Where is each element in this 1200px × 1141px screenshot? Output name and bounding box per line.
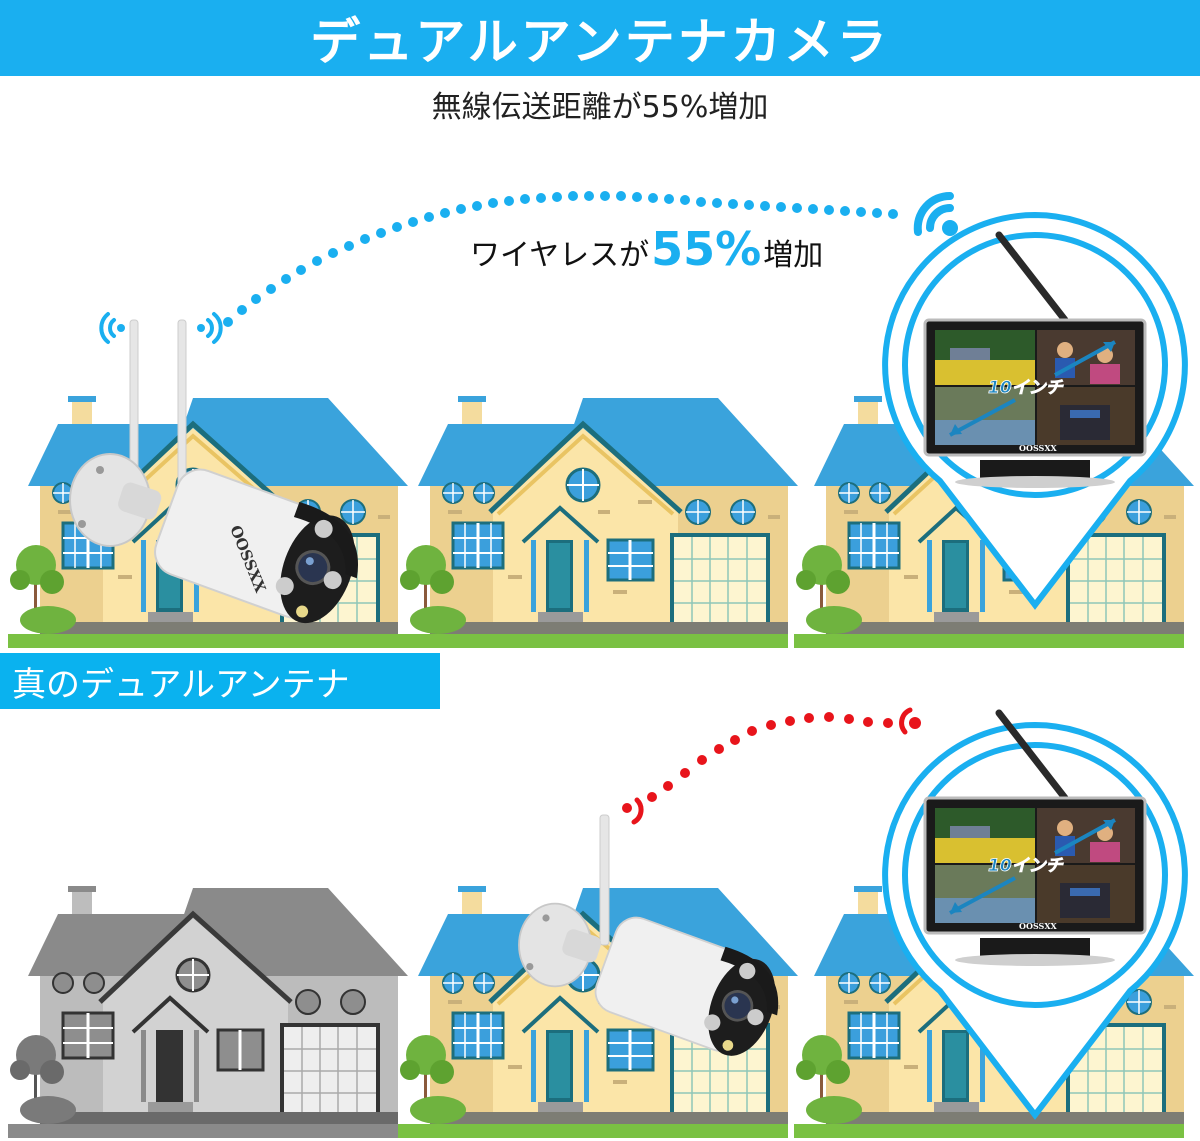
dual-antenna-label-text: 真のデュアルアンテナ [12, 664, 350, 705]
monitor-brand-top: OOSSXX [1019, 443, 1058, 453]
claim-suffix: 増加 [763, 238, 824, 273]
signal-dots-strong [223, 191, 898, 327]
weak-signal-icon-camera [622, 797, 644, 825]
monitor-brand-bottom: OOSSXX [1019, 921, 1058, 931]
signal-dots-weak [647, 712, 893, 802]
wifi-icon-right [197, 312, 223, 344]
house-2-top [398, 396, 798, 648]
claim-percent: 55% [651, 222, 762, 276]
claim-prefix: ワイヤレスが [470, 238, 650, 273]
wifi-icon-monitor [913, 191, 958, 236]
weak-signal-icon-monitor [899, 707, 921, 735]
page-subtitle: 無線伝送距離が55%増加 [431, 90, 769, 125]
page-title: デュアルアンテナカメラ [310, 13, 890, 71]
wireless-claim: ワイヤレスが 55% 増加 [470, 222, 823, 276]
house-1-bottom-gray [8, 886, 408, 1138]
dual-antenna-camera [68, 319, 377, 638]
monitor-caption-top: 10インチ [988, 378, 1064, 398]
single-antenna-camera [517, 814, 795, 1069]
wifi-icon-left [99, 312, 125, 344]
monitor-caption-bottom: 10インチ [988, 856, 1064, 876]
dual-antenna-label: 真のデュアルアンテナ [0, 653, 440, 709]
header-banner: デュアルアンテナカメラ [0, 0, 1200, 76]
